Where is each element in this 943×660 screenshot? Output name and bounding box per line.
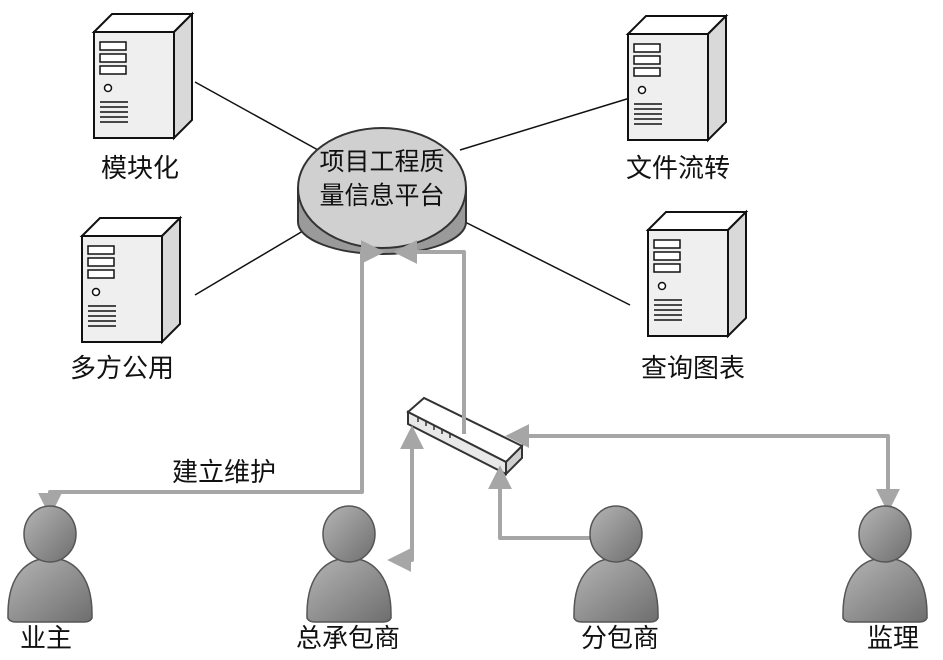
server-icon-4 [647,211,747,337]
person-label-1: 业主 [20,624,72,654]
person-icon-4 [842,505,928,623]
hub-label-line1: 项目工程质 [319,147,444,176]
link-s3-hub [194,227,309,296]
link-s2-hub [459,97,631,151]
connector-switch-general-contractor [387,425,424,572]
server-label-4: 查询图表 [641,354,745,384]
server-label-3: 多方公用 [70,354,174,384]
server-label-2: 文件流转 [626,154,730,184]
edge-label: 建立维护 [172,458,276,488]
connector-switch-supervisor [505,424,900,513]
connector-hub-switch [393,240,466,434]
person-icon-3 [573,505,659,623]
hub-database-icon [297,127,467,255]
server-icon-3 [81,217,181,343]
person-label-3: 分包商 [581,624,659,654]
server-icon-1 [93,13,193,139]
connectors [38,240,900,572]
person-icon-2 [306,505,392,623]
link-s1-hub [194,81,319,151]
link-s4-hub [464,221,631,306]
person-label-4: 监理 [867,624,919,654]
connector-switch-subcontractor [488,465,621,550]
server-icon-2 [627,15,727,141]
connector-hub-owner [38,240,385,517]
person-icon-1 [7,505,93,623]
person-label-2: 总承包商 [296,624,400,654]
server-label-1: 模块化 [101,154,179,184]
hub-label-line2: 量信息平台 [319,181,444,210]
